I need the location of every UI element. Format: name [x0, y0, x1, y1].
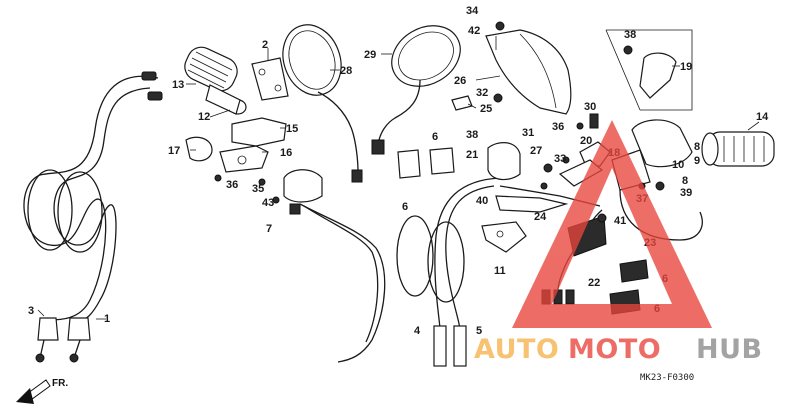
switch-plate [251, 57, 289, 101]
label-12: 12 [198, 111, 210, 123]
label-8b: 8 [682, 175, 688, 187]
label-24: 24 [534, 211, 547, 223]
label-41: 41 [614, 215, 626, 227]
direction-label: FR. [52, 378, 68, 389]
label-6a: 6 [432, 131, 438, 143]
throttle-cables [23, 71, 163, 363]
label-5: 5 [476, 325, 482, 337]
diagram-code: MK23-F0300 [640, 373, 694, 383]
label-26: 26 [454, 75, 466, 87]
label-17: 17 [168, 145, 180, 157]
label-27: 27 [530, 145, 542, 157]
clutch-cable [396, 177, 501, 367]
label-38a: 38 [466, 129, 478, 141]
left-switch [283, 169, 386, 363]
label-15: 15 [286, 123, 298, 135]
label-3: 3 [28, 305, 34, 317]
label-9: 9 [694, 155, 700, 167]
label-28: 28 [340, 65, 352, 77]
direction-arrow: FR. [16, 378, 68, 404]
label-10: 10 [672, 159, 684, 171]
warning-triangle-icon [512, 120, 712, 328]
label-39: 39 [680, 187, 692, 199]
label-25: 25 [480, 103, 492, 115]
label-11: 11 [494, 265, 506, 277]
watermark-part3: HUB [696, 334, 763, 365]
watermark: AUTO MOTO HUB [474, 120, 763, 365]
label-42: 42 [468, 25, 480, 37]
label-36b: 36 [552, 121, 564, 133]
label-1: 1 [104, 313, 110, 325]
label-31: 31 [522, 127, 534, 139]
right-mirror [371, 25, 461, 155]
label-22: 22 [588, 277, 600, 289]
label-2: 2 [262, 39, 268, 51]
left-grip [184, 46, 247, 115]
label-34: 34 [466, 5, 479, 17]
label-33: 33 [554, 153, 566, 165]
cable-holders [397, 147, 649, 315]
label-35: 35 [252, 183, 264, 195]
label-36a: 36 [226, 179, 238, 191]
label-7: 7 [266, 223, 272, 235]
left-mirror [282, 24, 363, 183]
watermark-part2: MOTO [568, 334, 661, 365]
left-clamp [185, 117, 287, 204]
label-14: 14 [756, 111, 769, 123]
right-grip [701, 131, 775, 167]
label-32: 32 [476, 87, 488, 99]
label-8a: 8 [694, 141, 700, 153]
label-30: 30 [584, 101, 596, 113]
label-29: 29 [364, 49, 376, 61]
watermark-part1: AUTO [474, 334, 559, 365]
leader-lines [37, 36, 760, 320]
label-40: 40 [476, 195, 488, 207]
inset-box [605, 29, 693, 111]
label-13: 13 [172, 79, 184, 91]
label-21: 21 [466, 149, 478, 161]
label-4: 4 [414, 325, 421, 337]
right-cover [451, 21, 572, 115]
label-16: 16 [280, 147, 292, 159]
label-20: 20 [580, 135, 592, 147]
label-43: 43 [262, 197, 274, 209]
label-19: 19 [680, 61, 692, 73]
label-38b: 38 [624, 29, 636, 41]
label-6b: 6 [402, 201, 408, 213]
